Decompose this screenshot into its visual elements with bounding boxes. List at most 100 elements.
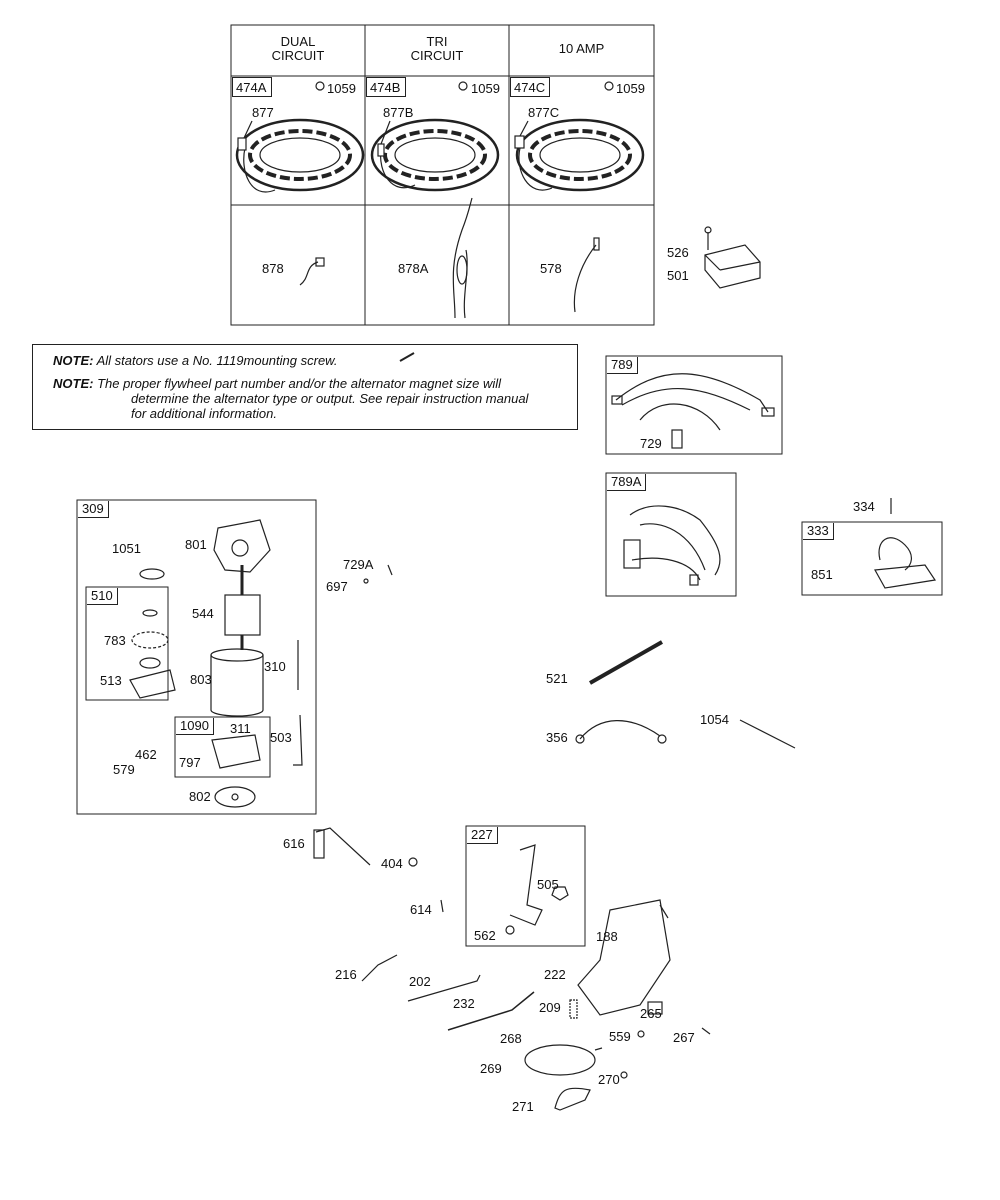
- stator-table-grid: [230, 24, 655, 326]
- lead-wires-icon: [299, 197, 600, 319]
- link-216-icon: [361, 954, 398, 982]
- part-1051: 1051: [112, 541, 141, 556]
- part-334: 334: [853, 499, 875, 514]
- note-2: NOTE: The proper flywheel part number an…: [53, 377, 501, 391]
- misc-rods-cables: [363, 564, 796, 749]
- part-311: 311: [230, 721, 251, 736]
- kit-tag-474c: 474C: [510, 77, 550, 97]
- note-2-label: NOTE:: [53, 376, 94, 391]
- part-562: 562: [474, 928, 496, 943]
- part-1059-b: 1059: [471, 81, 500, 96]
- cable-232-icon: [447, 991, 535, 1031]
- part-270: 270: [598, 1072, 620, 1087]
- link-202-icon: [407, 974, 481, 1002]
- part-269: 269: [480, 1061, 502, 1076]
- part-202: 202: [409, 974, 431, 989]
- part-801: 801: [185, 537, 207, 552]
- notes-box: NOTE: All stators use a No. 1119mounting…: [32, 344, 578, 430]
- header-dual-line1: DUAL: [280, 34, 316, 49]
- kit-tag-1090: 1090: [176, 718, 214, 735]
- part-579: 579: [113, 762, 135, 777]
- part-783: 783: [104, 633, 126, 648]
- part-544: 544: [192, 606, 214, 621]
- voltage-regulator-icon: [704, 226, 761, 289]
- part-188: 188: [596, 929, 618, 944]
- harness-789-artwork: [605, 355, 783, 455]
- starter-309-artwork: [76, 499, 317, 815]
- part-222: 222: [544, 967, 566, 982]
- kit-tag-510: 510: [87, 588, 118, 605]
- part-578: 578: [540, 261, 562, 276]
- note-1: NOTE: All stators use a No. 1119mounting…: [53, 354, 337, 368]
- part-271: 271: [512, 1099, 534, 1114]
- part-310: 310: [264, 659, 286, 674]
- part-268: 268: [500, 1031, 522, 1046]
- part-797: 797: [179, 755, 201, 770]
- header-tri-line1: TRI: [426, 34, 448, 49]
- part-878a: 878A: [398, 261, 429, 276]
- ignition-coil-artwork: [801, 498, 943, 596]
- header-10amp-line1: 10 AMP: [558, 41, 605, 56]
- part-356: 356: [546, 730, 568, 745]
- part-513: 513: [100, 673, 122, 688]
- part-526: 526: [667, 245, 689, 260]
- note-2-cont2: for additional information.: [131, 406, 277, 421]
- kit-tag-474b: 474B: [366, 77, 406, 97]
- note-2-cont1: determine the alternator type or output.…: [131, 391, 529, 406]
- part-1059-c: 1059: [616, 81, 645, 96]
- header-dual-circuit: DUAL CIRCUIT: [231, 35, 365, 63]
- control-bracket-icon: [577, 899, 671, 1016]
- spring-209-icon: [569, 999, 578, 1019]
- part-729a: 729A: [343, 557, 374, 572]
- kit-tag-474a: 474A: [232, 77, 272, 97]
- kit-tag-789: 789: [607, 357, 638, 374]
- part-232: 232: [453, 996, 475, 1011]
- part-209: 209: [539, 1000, 561, 1015]
- header-10-amp: 10 AMP: [509, 42, 654, 56]
- part-521: 521: [546, 671, 568, 686]
- part-877b: 877B: [383, 105, 414, 120]
- kit-tag-789a: 789A: [607, 474, 647, 491]
- screw-267-icon: [701, 1027, 711, 1035]
- part-501: 501: [667, 268, 689, 283]
- note-1-text: All stators use a No. 1119mounting screw…: [96, 353, 338, 368]
- part-877c: 877C: [528, 105, 560, 120]
- part-265: 265: [640, 1006, 662, 1021]
- header-dual-line2: CIRCUIT: [271, 48, 325, 63]
- kit-tag-309: 309: [78, 501, 109, 518]
- note-1-label: NOTE:: [53, 353, 94, 368]
- nut-270-icon: [620, 1071, 628, 1079]
- part-559: 559: [609, 1029, 631, 1044]
- part-729: 729: [640, 436, 662, 451]
- part-802: 802: [189, 789, 211, 804]
- part-267: 267: [673, 1030, 695, 1045]
- part-503: 503: [270, 730, 292, 745]
- part-697: 697: [326, 579, 348, 594]
- cable-268-icon: [524, 1044, 603, 1076]
- screw-1059-icons: [315, 81, 614, 91]
- stator-ring-877b-icon: [370, 118, 500, 192]
- lever-616-icon: [313, 827, 371, 866]
- stator-ring-877-icon: [235, 118, 365, 193]
- governor-227-artwork: [465, 825, 586, 947]
- stator-ring-877c-icon: [514, 118, 645, 192]
- part-1059-a: 1059: [327, 81, 356, 96]
- pin-614-icon: [440, 899, 444, 913]
- note-2-text: The proper flywheel part number and/or t…: [97, 376, 502, 391]
- kit-tag-333: 333: [803, 523, 834, 540]
- washer-404-icon: [408, 857, 418, 867]
- part-1054: 1054: [700, 712, 729, 727]
- part-614: 614: [410, 902, 432, 917]
- part-216: 216: [335, 967, 357, 982]
- part-404: 404: [381, 856, 403, 871]
- part-505: 505: [537, 877, 559, 892]
- part-616: 616: [283, 836, 305, 851]
- clip-265-icon: [647, 1001, 663, 1015]
- part-462: 462: [135, 747, 157, 762]
- part-877: 877: [252, 105, 274, 120]
- arm-271-icon: [554, 1087, 591, 1111]
- part-851: 851: [811, 567, 833, 582]
- note-screw-icon: [399, 352, 415, 362]
- screw-559-icon: [637, 1030, 645, 1038]
